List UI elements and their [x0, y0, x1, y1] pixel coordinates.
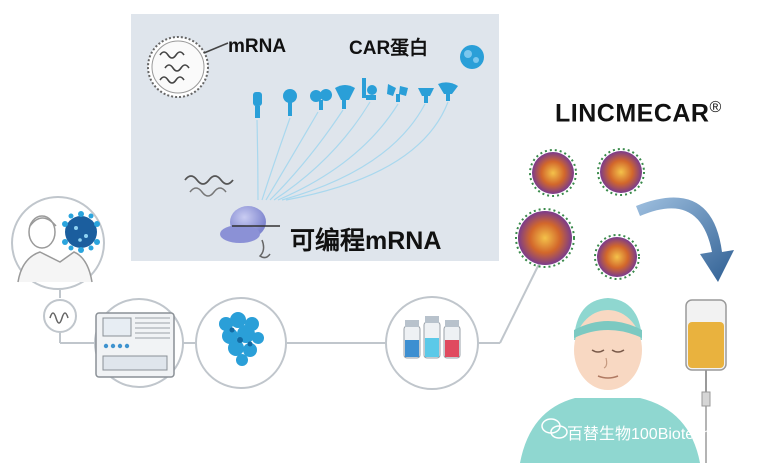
protein-variant-6	[387, 84, 408, 102]
sequencer-machine-node	[94, 298, 184, 388]
vial-red	[443, 320, 461, 359]
car-protein-icon	[460, 45, 484, 69]
sample-sequencing-node	[43, 299, 77, 333]
mrna-label: mRNA	[228, 36, 287, 57]
brand-label: LINCMECAR®	[555, 99, 722, 128]
protein-variant-2	[283, 89, 297, 116]
protein-variant-8	[438, 82, 458, 101]
mrna-lnp-icon	[147, 36, 229, 98]
wechat-icon	[541, 418, 568, 439]
protein-variant-5	[362, 78, 377, 100]
watermark-label: 百替生物100Biotech	[567, 426, 712, 443]
lnp-particles	[515, 148, 645, 280]
protein-variant-4	[335, 85, 355, 109]
vial-blue	[403, 320, 421, 359]
lnp-particle-2	[597, 148, 645, 196]
lnp-particle-4	[594, 234, 640, 280]
registered-mark: ®	[709, 99, 722, 116]
reagent-vials-node	[385, 296, 479, 390]
translation-lines	[256, 101, 449, 201]
infusion-arrow-icon	[636, 197, 734, 282]
iv-bag-icon	[685, 299, 727, 463]
lnp-particle-1	[529, 149, 577, 197]
protein-variant-1	[253, 92, 262, 118]
brand-name: LINCMECAR	[555, 99, 710, 128]
recipient-patient-icon	[520, 298, 700, 463]
antigen-protein-node	[195, 297, 287, 389]
watermark-text: 百替生物100Biotech	[541, 420, 711, 444]
car-protein-label: CAR蛋白	[349, 38, 429, 59]
lnp-particle-3	[515, 208, 575, 268]
vial-cyan	[423, 316, 441, 359]
protein-variant-3	[310, 89, 332, 110]
tumor-cell-icon	[62, 211, 100, 253]
ribosome-icon	[184, 175, 280, 259]
car-protein-variants	[253, 78, 458, 118]
programmable-mrna-label: 可编程mRNA	[290, 227, 442, 255]
process-connectors	[59, 261, 541, 344]
protein-variant-7	[418, 88, 434, 103]
